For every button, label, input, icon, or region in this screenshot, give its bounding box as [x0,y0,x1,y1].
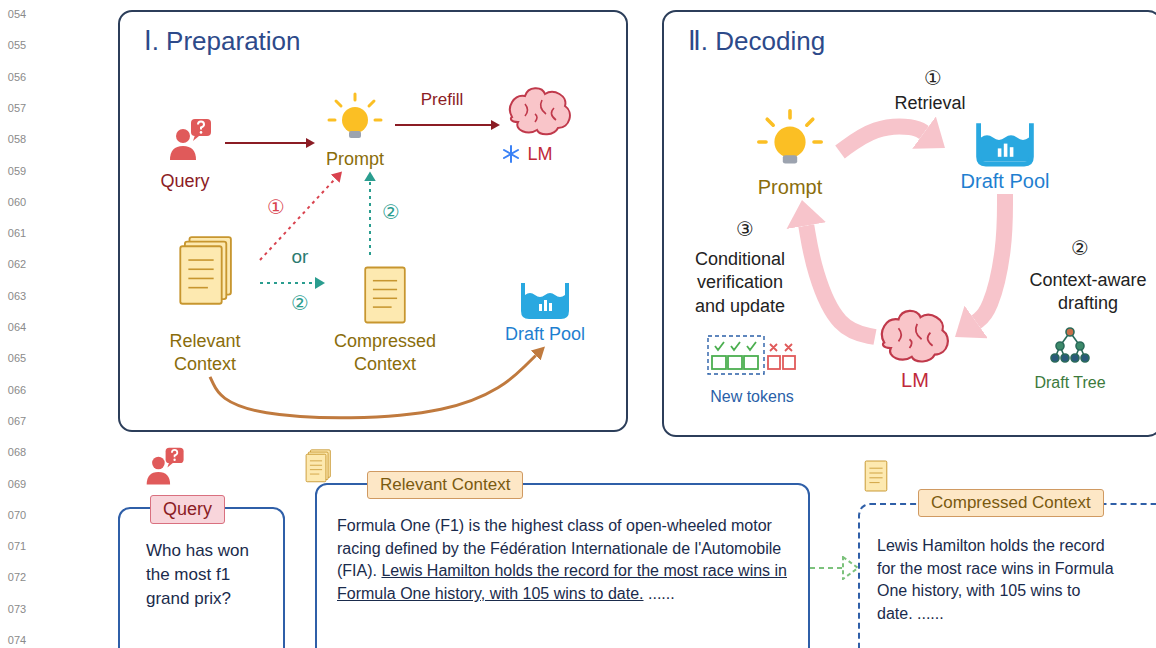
documents-icon [306,450,330,482]
card-text: Who has won the most f1 grand prix? [146,541,249,608]
line-number: 068 [2,445,32,459]
flow-arrow [806,226,875,337]
line-number: 062 [2,257,32,271]
step-number: ② [1067,235,1093,261]
flow-arrow [976,194,1005,322]
card-heading: Relevant Context [367,471,523,499]
prompt-icon-node: Prompt [315,92,395,171]
line-number: 059 [2,163,32,177]
step-number: ① [920,65,946,91]
edge-label: ① [264,194,288,220]
card-heading: Query [150,495,225,524]
line-number: 064 [2,320,32,334]
flow-arrow [395,124,491,126]
draft-tree-icon [1051,328,1089,362]
line-number: 065 [2,351,32,365]
example-card: Relevant ContextFormula One (F1) is the … [315,483,810,648]
pool-icon [979,123,1032,164]
line-number: 060 [2,195,32,209]
icon-caption: Draft Tree [1025,373,1115,394]
line-number: 054 [2,7,32,21]
flow-arrow [260,282,315,284]
line-number: 058 [2,132,32,146]
edge-label: ② [379,199,403,225]
step-number: ③ [732,216,758,242]
line-number: 055 [2,38,32,52]
line-number: 074 [2,633,32,647]
document-icon [365,268,405,323]
panel-title: Ⅰ. Preparation [144,26,602,57]
flow-arrow [840,126,924,152]
brain-icon [882,311,948,362]
card-heading: Compressed Context [918,489,1104,517]
edge-label: Prefill [407,89,477,111]
snowflake-icon [504,146,518,162]
card-text: Lewis Hamilton holds the record for the … [337,562,787,602]
user-icon [170,119,211,160]
example-card: Compressed ContextLewis Hamilton holds t… [858,503,1156,648]
bulb-icon [759,111,821,164]
line-number: 070 [2,508,32,522]
pool-icon-node: Draft Pool [485,275,605,346]
card-body: Who has won the most f1 grand prix? [120,509,283,621]
icon-label: LM [500,143,580,166]
pool-icon [523,283,567,317]
icon-label: Query [145,170,225,193]
icon-label: Draft Pool [485,323,605,346]
line-number: 061 [2,226,32,240]
icon-label: Prompt [315,148,395,171]
stage-panel: Ⅰ. PreparationQuery Prompt LM Relevant Cont… [118,10,628,432]
card-text: ...... [648,585,675,602]
line-number: 071 [2,539,32,553]
line-number: 057 [2,101,32,115]
bulb-icon [329,94,381,138]
model-icon-node: LM [500,88,580,166]
prompt-icon-node: Prompt [740,112,840,200]
edge-label: Context-aware drafting [1026,269,1151,316]
flow-arrow [369,181,371,255]
line-number: 056 [2,69,32,83]
edge-label: ② [288,290,312,316]
icon-label: Draft Pool [945,168,1065,194]
edge-label: Conditional verification and update [680,248,800,318]
model-icon-node: LM [875,305,955,393]
context-icon-node: Relevant Context [150,215,260,377]
documents-icon [180,237,231,304]
flow-arrow [810,567,843,569]
line-number: 066 [2,382,32,396]
choice-label: or [285,245,315,270]
tokens-icon [708,336,795,374]
pool-icon-node: Draft Pool [945,108,1065,194]
user-icon [147,448,184,485]
context-icon-node: Compressed Context [325,255,445,377]
flow-arrow [225,142,306,144]
document-icon [865,461,887,491]
query-icon-node: Query [145,115,225,193]
line-number: 067 [2,414,32,428]
icon-label: LM [875,367,955,393]
line-number: 073 [2,602,32,616]
icon-label: Compressed Context [325,330,445,377]
card-text: Lewis Hamilton holds the record for the … [877,537,1114,622]
line-number: 063 [2,289,32,303]
brain-icon [510,88,570,134]
icon-caption: New tokens [702,387,802,408]
example-card: QueryWho has won the most f1 grand prix? [118,507,285,648]
line-number: 072 [2,570,32,584]
card-body: Formula One (F1) is the highest class of… [317,485,808,616]
line-number: 069 [2,476,32,490]
icon-label: Prompt [740,174,840,200]
icon-label: Relevant Context [150,330,260,377]
edge-label: Retrieval [880,92,980,115]
card-body: Lewis Hamilton holds the record for the … [860,505,1156,636]
panel-title: Ⅱ. Decoding [688,26,1136,57]
